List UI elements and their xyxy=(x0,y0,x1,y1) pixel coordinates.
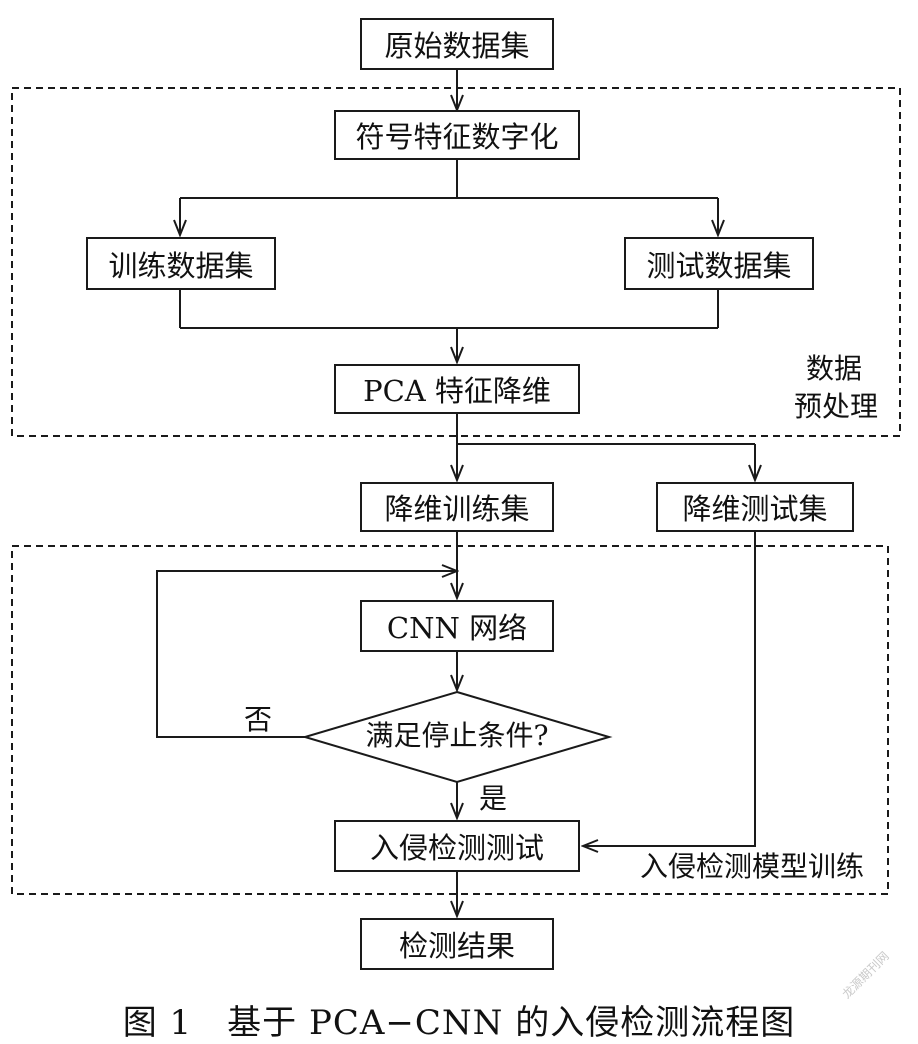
node-reduced-train-label: 降维训练集 xyxy=(384,492,530,526)
node-train-dataset-label: 训练数据集 xyxy=(108,248,254,283)
group-preprocess-label-line2: 预处理 xyxy=(794,390,879,423)
training-group-frame xyxy=(11,545,889,895)
node-symbol-digitize: 符号特征数字化 xyxy=(334,110,580,160)
node-cnn-network: CNN 网络 xyxy=(360,600,554,652)
node-train-dataset: 训练数据集 xyxy=(86,237,276,290)
node-reduced-test-label: 降维测试集 xyxy=(682,492,828,526)
edge-reduced-test-to-intrusion xyxy=(583,532,756,846)
node-test-dataset-label: 测试数据集 xyxy=(646,248,792,283)
node-symbol-digitize-label: 符号特征数字化 xyxy=(355,120,559,154)
node-test-dataset: 测试数据集 xyxy=(624,237,814,290)
node-reduced-test: 降维测试集 xyxy=(656,482,854,532)
group-preprocess-label-line1: 数据 xyxy=(806,352,863,385)
node-detection-result-label: 检测结果 xyxy=(398,929,515,963)
node-pca-reduce: PCA 特征降维 xyxy=(334,364,580,414)
node-reduced-train: 降维训练集 xyxy=(360,482,554,532)
figure-caption: 图 1 基于 PCA−CNN 的入侵检测流程图 xyxy=(122,1003,796,1043)
edge-label-yes: 是 xyxy=(479,782,508,815)
node-intrusion-test-label: 入侵检测测试 xyxy=(369,831,544,865)
node-intrusion-test: 入侵检测测试 xyxy=(334,820,580,872)
edge-no-loop xyxy=(156,571,457,738)
edge-label-no: 否 xyxy=(244,703,273,736)
node-raw-dataset: 原始数据集 xyxy=(360,18,554,70)
node-pca-reduce-label: PCA 特征降维 xyxy=(363,374,551,408)
stop-condition-label: 满足停止条件? xyxy=(365,719,549,752)
node-raw-dataset-label: 原始数据集 xyxy=(384,29,530,63)
node-detection-result: 检测结果 xyxy=(360,918,554,970)
group-training-label: 入侵检测模型训练 xyxy=(640,850,865,883)
node-cnn-network-label: CNN 网络 xyxy=(386,611,528,645)
